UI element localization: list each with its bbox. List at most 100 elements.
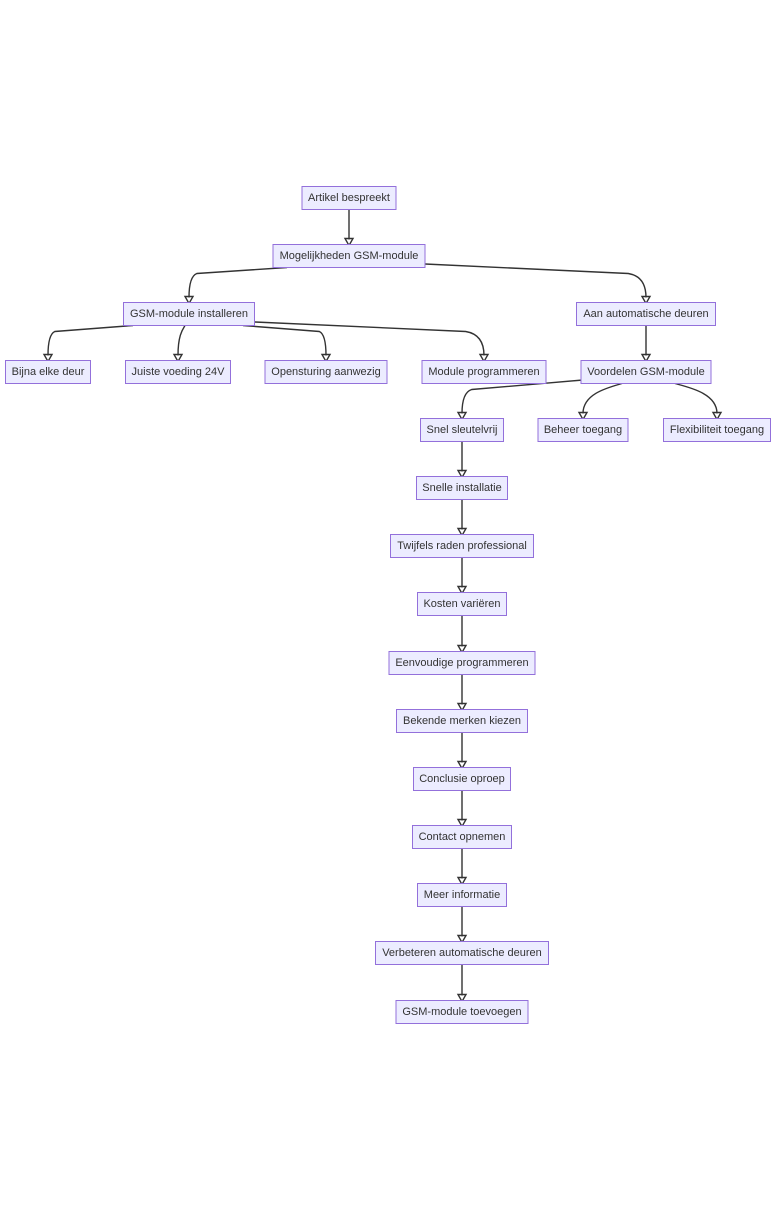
edge-n18-to-n19 <box>456 790 468 828</box>
node-label: GSM-module installeren <box>130 308 248 320</box>
edge-n19-to-n20 <box>456 848 468 886</box>
node-n10: Snel sleutelvrij <box>420 418 504 442</box>
node-n21: Verbeteren automatische deuren <box>375 941 549 965</box>
node-label: Artikel bespreekt <box>308 192 390 204</box>
node-box <box>272 244 426 268</box>
edge-n1-to-n2 <box>343 209 355 247</box>
node-box <box>580 360 712 384</box>
arrowhead-icon <box>456 585 468 595</box>
arrowhead-icon <box>640 295 652 305</box>
node-label: Eenvoudige programmeren <box>395 657 528 669</box>
node-n9: Voordelen GSM-module <box>580 360 712 384</box>
edges-layer <box>42 209 723 1003</box>
edge-n15-to-n16 <box>456 615 468 654</box>
node-box <box>395 1000 529 1024</box>
edge-line <box>47 324 134 356</box>
edge-n3-to-n7 <box>242 324 332 363</box>
node-n1: Artikel bespreekt <box>301 186 397 210</box>
node-label: Flexibiliteit toegang <box>670 424 764 436</box>
node-n19: Contact opnemen <box>412 825 512 849</box>
node-n4: Aan automatische deuren <box>576 302 716 326</box>
node-label: GSM-module toevoegen <box>402 1006 521 1018</box>
node-box <box>537 418 629 442</box>
node-n2: Mogelijkheden GSM-module <box>272 244 426 268</box>
edge-n3-to-n5 <box>42 324 134 363</box>
node-label: Mogelijkheden GSM-module <box>280 250 419 262</box>
edge-n20-to-n21 <box>456 906 468 944</box>
edge-line <box>461 379 584 414</box>
arrowhead-icon <box>456 411 468 421</box>
node-label: Bijna elke deur <box>12 366 85 378</box>
edge-line <box>177 325 186 356</box>
node-label: Opensturing aanwezig <box>271 366 380 378</box>
node-box <box>5 360 91 384</box>
arrowhead-icon <box>577 411 589 421</box>
edge-n17-to-n18 <box>456 732 468 770</box>
node-label: Contact opnemen <box>419 831 506 843</box>
node-box <box>413 767 511 791</box>
node-label: Aan automatische deuren <box>583 308 708 320</box>
edge-line <box>582 382 623 414</box>
arrowhead-icon <box>42 353 54 363</box>
edge-n14-to-n15 <box>456 557 468 595</box>
arrowhead-icon <box>456 934 468 944</box>
edge-n13-to-n14 <box>456 499 468 537</box>
edge-n2-to-n3 <box>183 266 288 305</box>
node-label: Twijfels raden professional <box>397 540 527 552</box>
node-box <box>390 534 534 558</box>
edge-n3-to-n6 <box>172 325 186 363</box>
arrowhead-icon <box>456 644 468 654</box>
node-n13: Snelle installatie <box>416 476 508 500</box>
node-label: Snelle installatie <box>422 482 502 494</box>
arrowhead-icon <box>320 353 332 363</box>
node-n14: Twijfels raden professional <box>390 534 534 558</box>
arrowhead-icon <box>456 818 468 828</box>
node-box <box>123 302 255 326</box>
node-label: Snel sleutelvrij <box>427 424 498 436</box>
edge-n16-to-n17 <box>456 674 468 712</box>
node-box <box>421 360 547 384</box>
node-label: Kosten variëren <box>423 598 500 610</box>
node-n5: Bijna elke deur <box>5 360 91 384</box>
arrowhead-icon <box>711 411 723 421</box>
node-box <box>388 651 536 675</box>
edge-n9-to-n10 <box>456 379 584 421</box>
node-box <box>663 418 771 442</box>
node-label: Juiste voeding 24V <box>132 366 226 378</box>
node-box <box>396 709 528 733</box>
edge-line <box>424 263 647 298</box>
node-label: Beheer toegang <box>544 424 622 436</box>
arrowhead-icon <box>456 469 468 479</box>
arrowhead-icon <box>183 295 195 305</box>
edge-line <box>254 321 485 356</box>
node-box <box>412 825 512 849</box>
node-box <box>417 883 507 907</box>
node-label: Module programmeren <box>428 366 539 378</box>
node-box <box>125 360 231 384</box>
node-n6: Juiste voeding 24V <box>125 360 231 384</box>
edge-n9-to-n12 <box>674 382 723 421</box>
arrowhead-icon <box>456 993 468 1003</box>
node-n17: Bekende merken kiezen <box>396 709 528 733</box>
node-box <box>375 941 549 965</box>
arrowhead-icon <box>343 237 355 247</box>
node-box <box>264 360 388 384</box>
arrowhead-icon <box>640 353 652 363</box>
node-n22: GSM-module toevoegen <box>395 1000 529 1024</box>
node-box <box>417 592 507 616</box>
node-n11: Beheer toegang <box>537 418 629 442</box>
node-n8: Module programmeren <box>421 360 547 384</box>
arrowhead-icon <box>456 702 468 712</box>
node-box <box>301 186 397 210</box>
arrowhead-icon <box>456 760 468 770</box>
node-box <box>420 418 504 442</box>
arrowhead-icon <box>456 876 468 886</box>
edge-n2-to-n4 <box>424 263 652 305</box>
node-box <box>576 302 716 326</box>
edge-line <box>242 324 327 356</box>
node-n15: Kosten variëren <box>417 592 507 616</box>
node-n20: Meer informatie <box>417 883 507 907</box>
edge-line <box>188 266 288 298</box>
